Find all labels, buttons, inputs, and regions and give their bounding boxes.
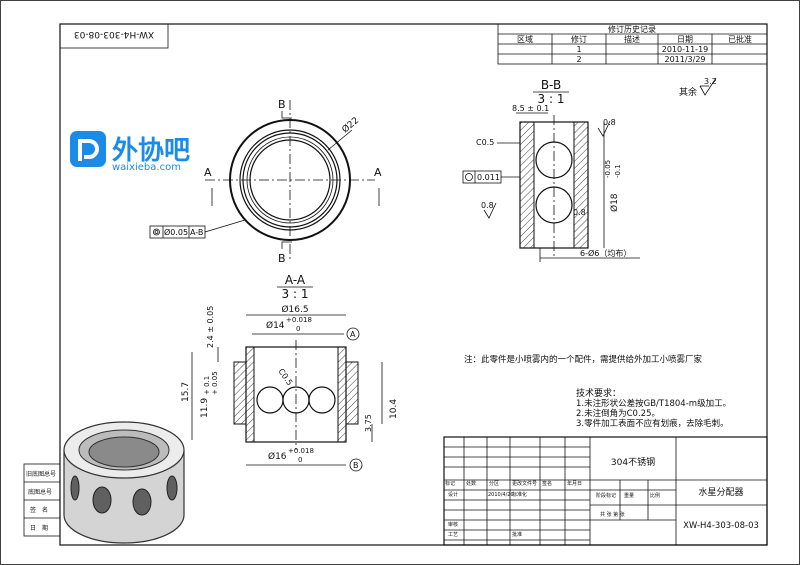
rev-header-zone: 区域 bbox=[517, 34, 533, 44]
bb-chamfer: C0.5 bbox=[476, 138, 494, 147]
aa-dim-104: 10.4 bbox=[389, 399, 399, 419]
tb-h-zone: 分区 bbox=[489, 480, 499, 487]
tb-standard-label: 标准化 bbox=[512, 491, 527, 498]
left-strip: 旧底图总号 底图总号 签 名 日 期 bbox=[23, 463, 61, 537]
roughness-default-label: 其余 bbox=[679, 86, 697, 98]
logo-mark-icon bbox=[78, 139, 99, 161]
aa-dim-24: 2.4 ± 0.05 bbox=[206, 306, 215, 348]
top-runout-value: Ø0.05 bbox=[164, 227, 188, 237]
tech-req-1: 1.未注形状公差按GB/T1804-m级加工。 bbox=[576, 398, 731, 409]
drawing-note: 注：此零件是小喷雾内的一个配件，需提供给外加工小喷雾厂家 bbox=[464, 354, 703, 365]
aa-dia-outer: Ø16.5 bbox=[281, 304, 308, 315]
aa-dim-119: 11.9 bbox=[200, 398, 210, 418]
logo-badge-icon bbox=[70, 131, 106, 167]
rev-header-date: 日期 bbox=[677, 35, 693, 44]
tb-h-mark: 标记 bbox=[445, 480, 455, 487]
aa-dia-top-upper: +0.018 bbox=[286, 316, 312, 324]
bb-roughness-inner: 0.8 bbox=[573, 208, 586, 217]
aa-chamfer: C0.5 bbox=[276, 367, 294, 387]
top-cut-b-lower: B bbox=[278, 252, 286, 265]
aa-dia-bottom-lower: 0 bbox=[298, 456, 302, 464]
tb-process-label: 工艺 bbox=[448, 532, 458, 538]
strip-date: 日 期 bbox=[30, 524, 48, 532]
tech-req-3: 3.零件加工表面不应有划痕，去除毛刺。 bbox=[576, 418, 729, 429]
rotated-drawing-number: XW-H4-303-08-03 bbox=[74, 29, 154, 39]
tb-part-name: 水星分配器 bbox=[698, 486, 743, 498]
bb-offset-dim: 8.5 ± 0.1 bbox=[512, 104, 549, 113]
strip-sign: 签 名 bbox=[30, 506, 48, 514]
rev-header-approved: 已批准 bbox=[728, 34, 752, 44]
part-3d-render bbox=[63, 421, 185, 544]
strip-base: 底图总号 bbox=[28, 488, 52, 496]
rev-row2-rev: 2 bbox=[576, 55, 581, 64]
tb-drawing-no: XW-H4-303-08-03 bbox=[683, 521, 759, 531]
top-runout-ref: A-B bbox=[190, 228, 203, 237]
tb-design-label: 设计 bbox=[448, 491, 458, 498]
tb-scale-label: 比例 bbox=[650, 492, 660, 499]
bb-dia-tol-upper: -0.05 bbox=[604, 160, 612, 178]
tb-h-date: 年月日 bbox=[567, 480, 582, 487]
bb-roughness-left: 0.8 bbox=[481, 201, 494, 210]
tech-requirements: 技术要求： 1.未注形状公差按GB/T1804-m级加工。 2.未注倒角为C0.… bbox=[576, 387, 731, 429]
section-aa-scale: 3 : 1 bbox=[282, 287, 309, 301]
tb-sheet-info: 共 张 第 张 bbox=[600, 511, 625, 518]
aa-datum-a: A bbox=[350, 330, 356, 339]
top-cut-b-upper: B bbox=[278, 98, 286, 111]
section-bb-scale: 3 : 1 bbox=[538, 92, 565, 106]
revision-table-title: 修订历史记录 bbox=[608, 24, 656, 34]
tb-h-count: 处数 bbox=[466, 480, 476, 487]
tb-h-sign: 签名 bbox=[542, 480, 552, 487]
aa-dim-375: 3.75 bbox=[364, 414, 373, 432]
rev-row1-date: 2010-11-19 bbox=[662, 45, 709, 54]
top-view: B B A A Ø22 Ø0.05 A-B bbox=[149, 98, 382, 265]
logo-url: waixieba.com bbox=[112, 162, 181, 173]
logo-brand: 外协吧 bbox=[112, 136, 190, 166]
bb-holes: 6-Ø6（均布） bbox=[580, 248, 631, 258]
revision-table: 修订历史记录 区域 修订 描述 日期 已批准 1 2010-11-19 2 20… bbox=[497, 23, 768, 65]
bb-tolerance-value: 0.011 bbox=[477, 173, 500, 182]
aa-dia-bottom-upper: +0.018 bbox=[288, 447, 314, 455]
rotated-number-box: XW-H4-303-08-03 bbox=[59, 23, 169, 49]
top-dia-label: Ø22 bbox=[340, 115, 361, 135]
strip-old-base: 旧底图总号 bbox=[26, 470, 56, 478]
aa-dia-top-lower: 0 bbox=[296, 325, 300, 333]
bb-dia-main: Ø18 bbox=[609, 193, 620, 212]
roughness-default-value: 3.2 bbox=[704, 77, 717, 86]
bb-roughness-top: 0.8 bbox=[603, 118, 616, 127]
rev-row2-date: 2011/3/29 bbox=[664, 55, 705, 64]
logo: 外协吧 waixieba.com bbox=[70, 131, 190, 173]
section-aa: A-A 3 : 1 Ø16.5 Ø14 +0.018 0 A C0.5 2.4 … bbox=[181, 273, 399, 472]
section-bb-title: B-B bbox=[541, 78, 561, 92]
tech-req-title: 技术要求： bbox=[576, 387, 621, 399]
rev-header-rev: 修订 bbox=[571, 34, 587, 44]
top-cut-a-right: A bbox=[374, 166, 382, 179]
tb-audit-label: 审核 bbox=[448, 521, 458, 528]
aa-dia-top: Ø14 bbox=[266, 320, 285, 331]
roughness-default: 其余 3.2 bbox=[679, 77, 717, 98]
aa-dia-bottom: Ø16 bbox=[268, 451, 287, 462]
tb-material: 304不锈钢 bbox=[611, 456, 655, 468]
aa-dim-119-lower: + 0.05 bbox=[211, 371, 219, 395]
section-bb: B-B 3 : 1 8.5 ± 0.1 C0.5 0.011 0.8 0.8 0… bbox=[462, 78, 640, 262]
aa-dim-157: 15.7 bbox=[181, 382, 191, 402]
aa-dim-119-upper: + 0.1 bbox=[203, 376, 211, 395]
title-block: 标记 处数 分区 更改文件号 签名 年月日 设计 2010/4/20 标准化 审… bbox=[443, 436, 768, 546]
tb-design-date: 2010/4/20 bbox=[488, 492, 514, 498]
rev-header-desc: 描述 bbox=[624, 34, 640, 44]
tb-stage-label: 阶段标记 bbox=[596, 492, 616, 499]
tech-req-2: 2.未注倒角为C0.25。 bbox=[576, 408, 660, 419]
aa-datum-b: B bbox=[353, 461, 359, 470]
tb-approve-label: 批准 bbox=[512, 531, 522, 538]
bb-dia-tol-lower: -0.1 bbox=[614, 164, 622, 178]
section-aa-title: A-A bbox=[285, 273, 306, 287]
rev-row1-rev: 1 bbox=[576, 45, 581, 54]
tb-h-change: 更改文件号 bbox=[512, 480, 537, 487]
top-cut-a-left: A bbox=[204, 166, 212, 179]
drawing-border bbox=[59, 23, 768, 546]
tb-weight-label: 重量 bbox=[624, 492, 634, 499]
